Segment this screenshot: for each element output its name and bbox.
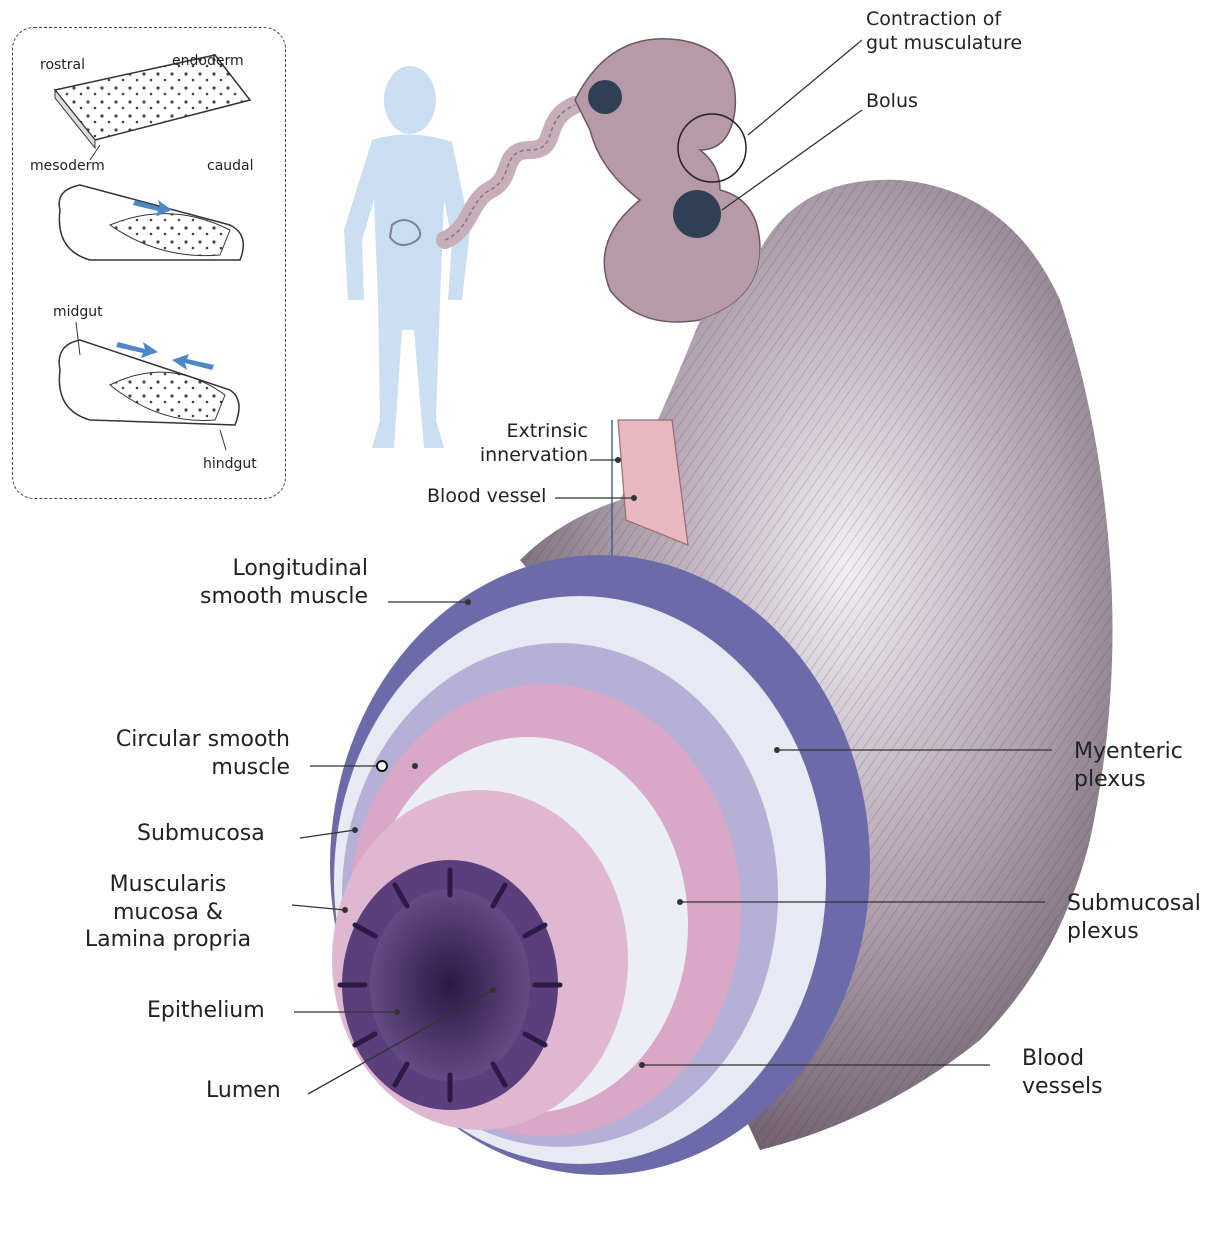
label-bolus: Bolus xyxy=(866,90,918,114)
label-caudal: caudal xyxy=(207,158,254,176)
label-circular-smooth-muscle: Circular smooth muscle xyxy=(90,726,290,781)
cross-section xyxy=(330,555,870,1175)
human-silhouette xyxy=(344,66,470,448)
label-endoderm: endoderm xyxy=(172,53,244,71)
label-mesoderm: mesoderm xyxy=(30,158,105,176)
label-muscularis-mucosa: Muscularis mucosa & Lamina propria xyxy=(68,871,268,954)
label-blood-vessels: Blood vessels xyxy=(1022,1045,1103,1100)
label-myenteric-plexus: Myenteric plexus xyxy=(1074,738,1183,793)
inset-panel xyxy=(12,27,286,499)
label-extrinsic-innervation: Extrinsic innervation xyxy=(460,420,588,468)
label-blood-vessel: Blood vessel xyxy=(427,485,546,509)
label-hindgut: hindgut xyxy=(203,456,257,474)
label-midgut: midgut xyxy=(53,304,103,322)
label-rostral: rostral xyxy=(40,57,85,75)
lumen xyxy=(370,889,530,1081)
bolus-upper xyxy=(588,80,622,114)
bolus-lower xyxy=(673,190,721,238)
label-epithelium: Epithelium xyxy=(147,997,265,1025)
gut-tube-thin xyxy=(445,105,575,240)
label-submucosal-plexus: Submucosal plexus xyxy=(1067,890,1201,945)
label-lumen: Lumen xyxy=(206,1077,281,1105)
label-submucosa: Submucosa xyxy=(137,820,265,848)
label-contraction: Contraction of gut musculature xyxy=(866,8,1022,56)
label-longitudinal-smooth-muscle: Longitudinal smooth muscle xyxy=(170,555,368,610)
